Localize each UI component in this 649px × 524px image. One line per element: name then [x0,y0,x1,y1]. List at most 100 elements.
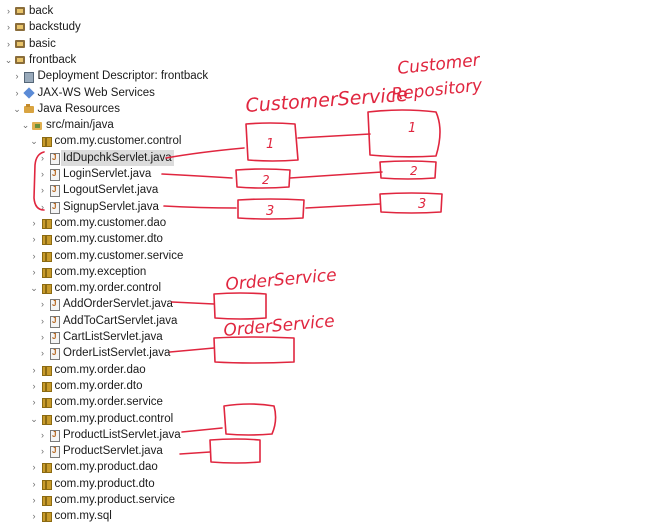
package-icon [40,461,52,474]
package-icon [40,380,52,392]
expand-arrow-icon[interactable]: › [41,185,44,196]
tree-item[interactable]: ›OrderListServlet.java [38,345,170,361]
expand-arrow-icon[interactable]: › [7,38,10,49]
tree-item-label: src/main/java [46,119,114,132]
expand-arrow-icon[interactable]: › [41,446,44,457]
tree-item-label: com.my.customer.service [54,249,184,262]
package-icon [40,478,52,490]
project-icon [14,38,26,50]
expand-arrow-icon[interactable]: › [41,299,44,310]
web-services-icon [23,87,35,99]
tree-item-label: com.my.product.service [54,494,176,506]
tree-item[interactable]: › com.my.sql [30,508,112,524]
expand-arrow-icon[interactable]: › [32,266,36,277]
tree-item-label: backstudy [29,21,81,34]
java-file-icon [48,445,60,459]
package-icon [40,233,52,246]
expand-arrow-icon[interactable]: › [41,169,44,179]
tree-item[interactable]: › backstudy [4,19,81,35]
expand-arrow-icon[interactable]: › [32,234,36,245]
tree-item-label: com.my.order.dao [54,363,146,376]
package-icon [40,510,52,523]
collapse-arrow-icon[interactable]: ⌄ [21,120,30,131]
tree-item[interactable]: › com.my.product.service [30,492,176,508]
java-file-icon [48,429,60,442]
expand-arrow-icon[interactable]: › [41,201,44,212]
tree-item-label: IdDupchkServlet.java [61,149,174,166]
java-file-icon [48,298,60,312]
tree-item-label: com.my.sql [54,510,112,523]
tree-item-label: com.my.exception [54,265,147,278]
collapse-arrow-icon[interactable]: ⌄ [30,283,38,294]
package-icon [40,266,52,278]
tree-item[interactable]: ›com.my.order.service [30,394,163,410]
tree-item[interactable]: › com.my.exception [30,264,147,280]
tree-item-label: LogoutServlet.java [63,184,159,197]
expand-arrow-icon[interactable]: › [32,397,36,408]
tree-item-label: ProductListServlet.java [63,428,181,441]
tree-item[interactable]: ⌄Java Resources [13,101,120,117]
tree-item[interactable]: › AddOrderServlet.java [38,296,173,312]
tree-item[interactable]: ⌄ com.my.customer.control [30,133,182,149]
expand-arrow-icon[interactable]: › [32,511,36,522]
expand-arrow-icon[interactable]: › [15,71,19,82]
expand-arrow-icon[interactable]: › [15,87,19,98]
expand-arrow-icon[interactable]: › [41,348,44,359]
collapse-arrow-icon[interactable]: ⌄ [30,413,38,424]
tree-item[interactable]: › ProductServlet.java [38,443,163,459]
java-file-icon [48,184,60,198]
tree-item[interactable]: ⌄com.my.order.control [30,280,161,296]
expand-arrow-icon[interactable]: › [32,380,36,391]
package-icon [40,494,52,506]
tree-item-label: AddOrderServlet.java [63,298,173,311]
expand-arrow-icon[interactable]: › [32,462,36,473]
tree-item[interactable]: ›AddToCartServlet.java [38,313,177,329]
tree-item[interactable]: ⌄ src/main/java [21,117,114,133]
tree-item[interactable]: › Deployment Descriptor: frontback [13,68,209,84]
collapse-arrow-icon[interactable]: ⌄ [13,103,21,114]
collapse-arrow-icon[interactable]: ⌄ [4,54,13,65]
tree-item[interactable]: ›basic [4,36,56,52]
expand-arrow-icon[interactable]: › [32,250,36,261]
expand-arrow-icon[interactable]: › [32,364,36,375]
expand-arrow-icon[interactable]: › [7,22,10,33]
expand-arrow-icon[interactable]: › [7,6,10,16]
tree-item[interactable]: › LogoutServlet.java [38,182,158,198]
tree-item[interactable]: ›JAX-WS Web Services [13,85,155,101]
tree-item-label: com.my.order.dto [54,379,143,392]
collapse-arrow-icon[interactable]: ⌄ [30,136,38,147]
tree-item[interactable]: ›com.my.customer.dao [30,215,166,231]
tree-item[interactable]: › com.my.order.dto [30,378,143,394]
tree-item[interactable]: ⌄ com.my.product.control [30,411,174,427]
tree-item[interactable]: › com.my.customer.service [30,248,184,264]
expand-arrow-icon[interactable]: › [32,495,36,505]
tree-item-label: com.my.product.control [54,412,174,425]
tree-item[interactable]: ⌄ frontback [4,52,77,68]
tree-item-label: frontback [29,53,77,66]
tree-item[interactable]: ›com.my.product.dto [30,476,155,492]
tree-item[interactable]: ›back [4,3,53,19]
expand-arrow-icon[interactable]: › [41,429,44,440]
expand-arrow-icon[interactable]: › [41,315,44,326]
expand-arrow-icon[interactable]: › [32,478,36,489]
expand-arrow-icon[interactable]: › [41,152,44,163]
tree-item-label: Deployment Descriptor: frontback [37,70,209,83]
expand-arrow-icon[interactable]: › [41,332,44,342]
tree-item[interactable]: › LoginServlet.java [38,166,151,182]
tree-item[interactable]: ›SignupServlet.java [38,199,159,215]
tree-item[interactable]: › com.my.customer.dto [30,231,163,247]
tree-item-label: com.my.product.dao [54,461,158,474]
tree-item-label: LoginServlet.java [63,168,152,180]
tree-item[interactable]: › CartListServlet.java [38,329,163,345]
java-file-icon [48,168,60,181]
tree-item[interactable]: › ProductListServlet.java [38,427,181,443]
tree-item[interactable]: › com.my.product.dao [30,459,158,475]
expand-arrow-icon[interactable]: › [32,217,36,228]
tree-item-label: ProductServlet.java [63,445,163,458]
tree-item-label: com.my.customer.dto [54,233,163,246]
tree-item-label: com.my.customer.control [54,135,182,148]
java-file-icon [48,315,60,328]
tree-item-label: CartListServlet.java [63,331,163,343]
tree-item[interactable]: › IdDupchkServlet.java [38,149,174,166]
tree-item[interactable]: › com.my.order.dao [30,362,146,378]
